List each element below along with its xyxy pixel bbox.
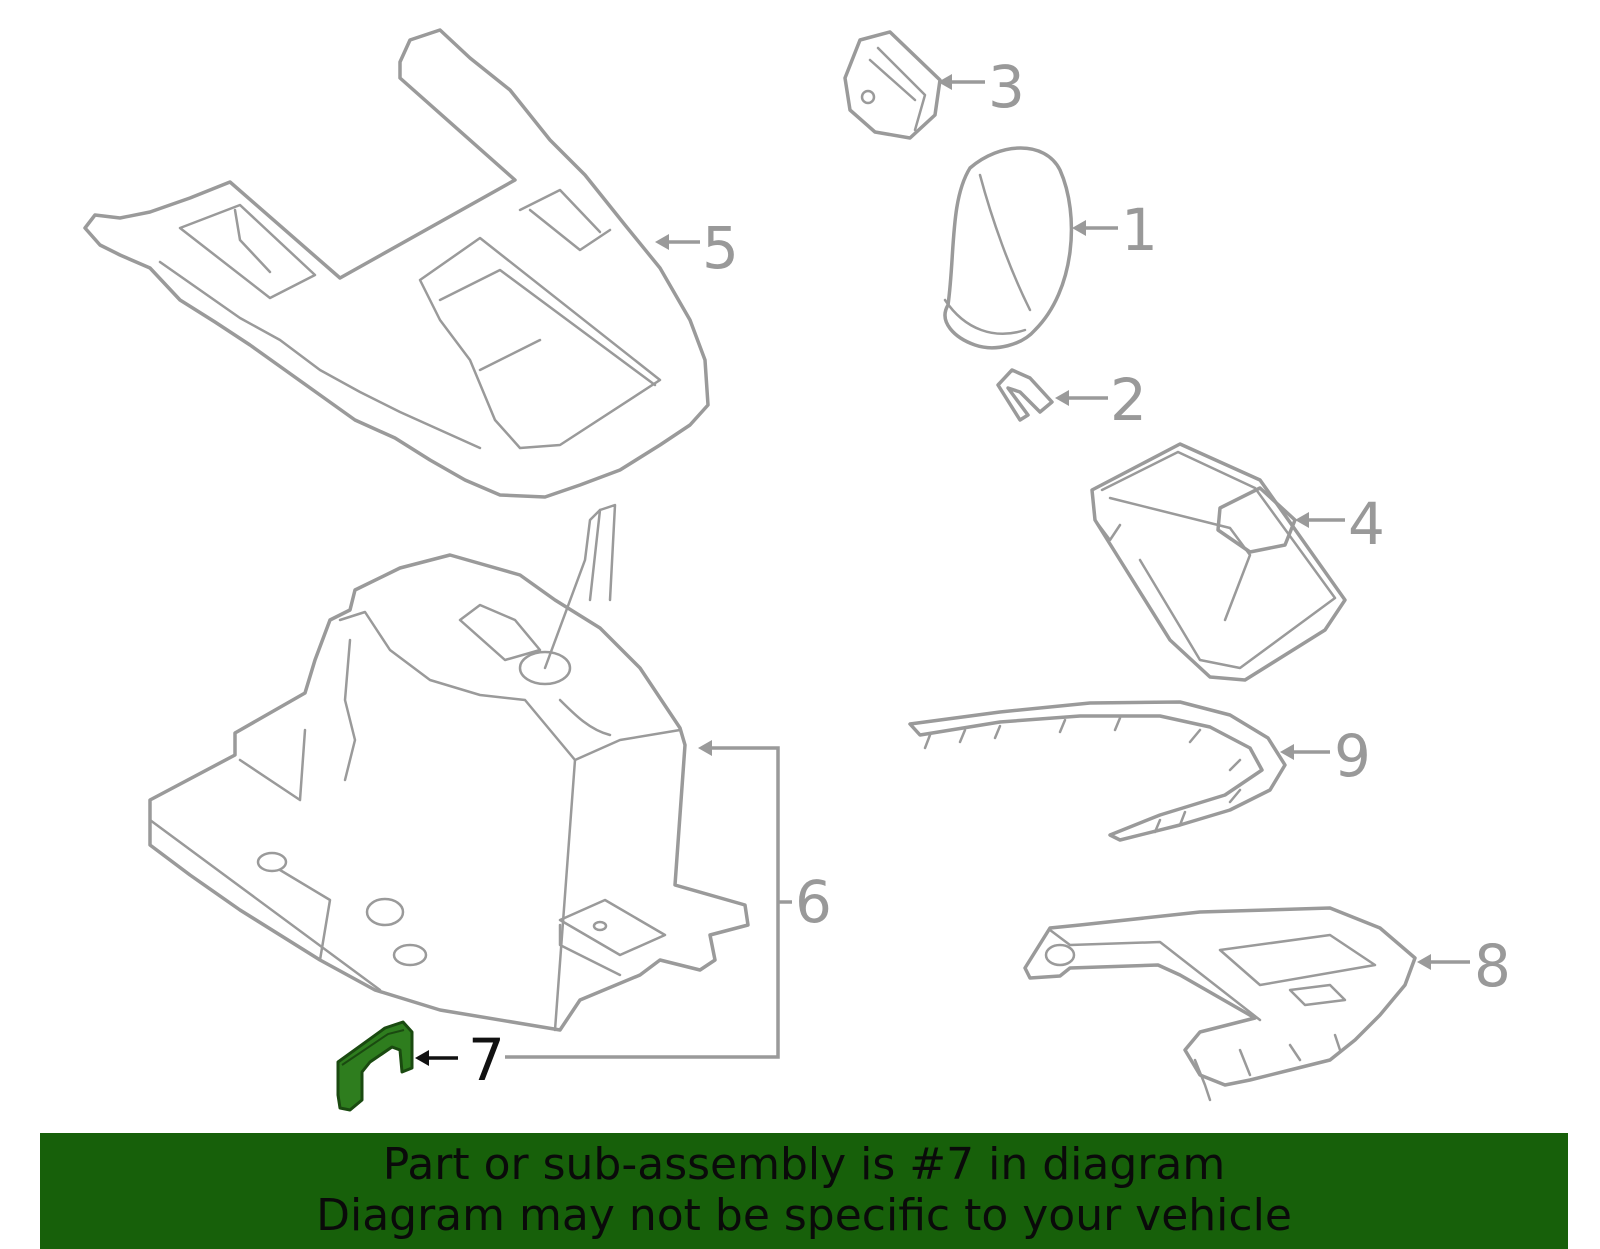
part-8-trim-bezel bbox=[1023, 906, 1417, 1102]
callout-2: 2 bbox=[1110, 366, 1147, 434]
part-7-bracket bbox=[336, 1020, 414, 1112]
part-6-shifter-assembly bbox=[148, 503, 750, 1032]
callout-3: 3 bbox=[988, 53, 1025, 121]
part-4-shift-boot bbox=[1090, 442, 1347, 682]
part-1-shift-knob bbox=[943, 146, 1074, 350]
callout-5: 5 bbox=[702, 214, 739, 282]
part-3-switch bbox=[843, 30, 942, 140]
callout-8: 8 bbox=[1474, 932, 1511, 1000]
callout-4: 4 bbox=[1348, 490, 1385, 558]
callout-9: 9 bbox=[1334, 722, 1371, 790]
banner-line-2: Diagram may not be specific to your vehi… bbox=[316, 1190, 1292, 1241]
part-9-trim-strip bbox=[908, 700, 1287, 842]
callout-7: 7 bbox=[468, 1026, 505, 1094]
callout-1: 1 bbox=[1121, 196, 1158, 264]
part-2-clip bbox=[996, 368, 1054, 422]
callout-labels: 3 1 5 2 4 9 6 8 7 bbox=[468, 53, 1511, 1094]
banner-line-1: Part or sub-assembly is #7 in diagram bbox=[382, 1139, 1226, 1190]
part-5-console-panel bbox=[83, 28, 710, 499]
callout-6: 6 bbox=[795, 868, 832, 936]
notice-banner: Part or sub-assembly is #7 in diagram Di… bbox=[40, 1133, 1568, 1249]
leaders bbox=[415, 74, 1470, 1066]
